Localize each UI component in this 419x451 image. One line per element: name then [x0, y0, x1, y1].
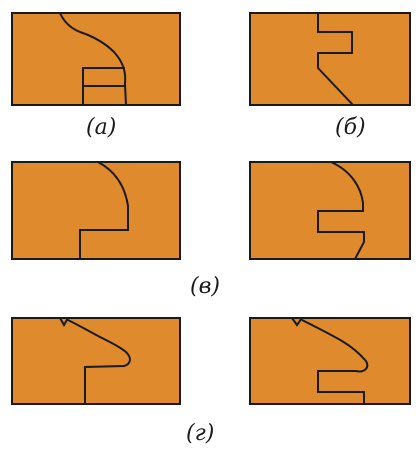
caption-b: (б) — [335, 115, 366, 140]
panel-a — [11, 12, 181, 106]
panel-b — [249, 12, 411, 106]
caption-g: (г) — [186, 421, 214, 446]
caption-v: (в) — [190, 274, 220, 299]
panel-g-left — [11, 317, 181, 405]
caption-a: (а) — [86, 115, 116, 140]
panel-v-left — [11, 161, 181, 260]
panel-v-right — [249, 161, 411, 260]
panel-g-right — [249, 317, 411, 405]
